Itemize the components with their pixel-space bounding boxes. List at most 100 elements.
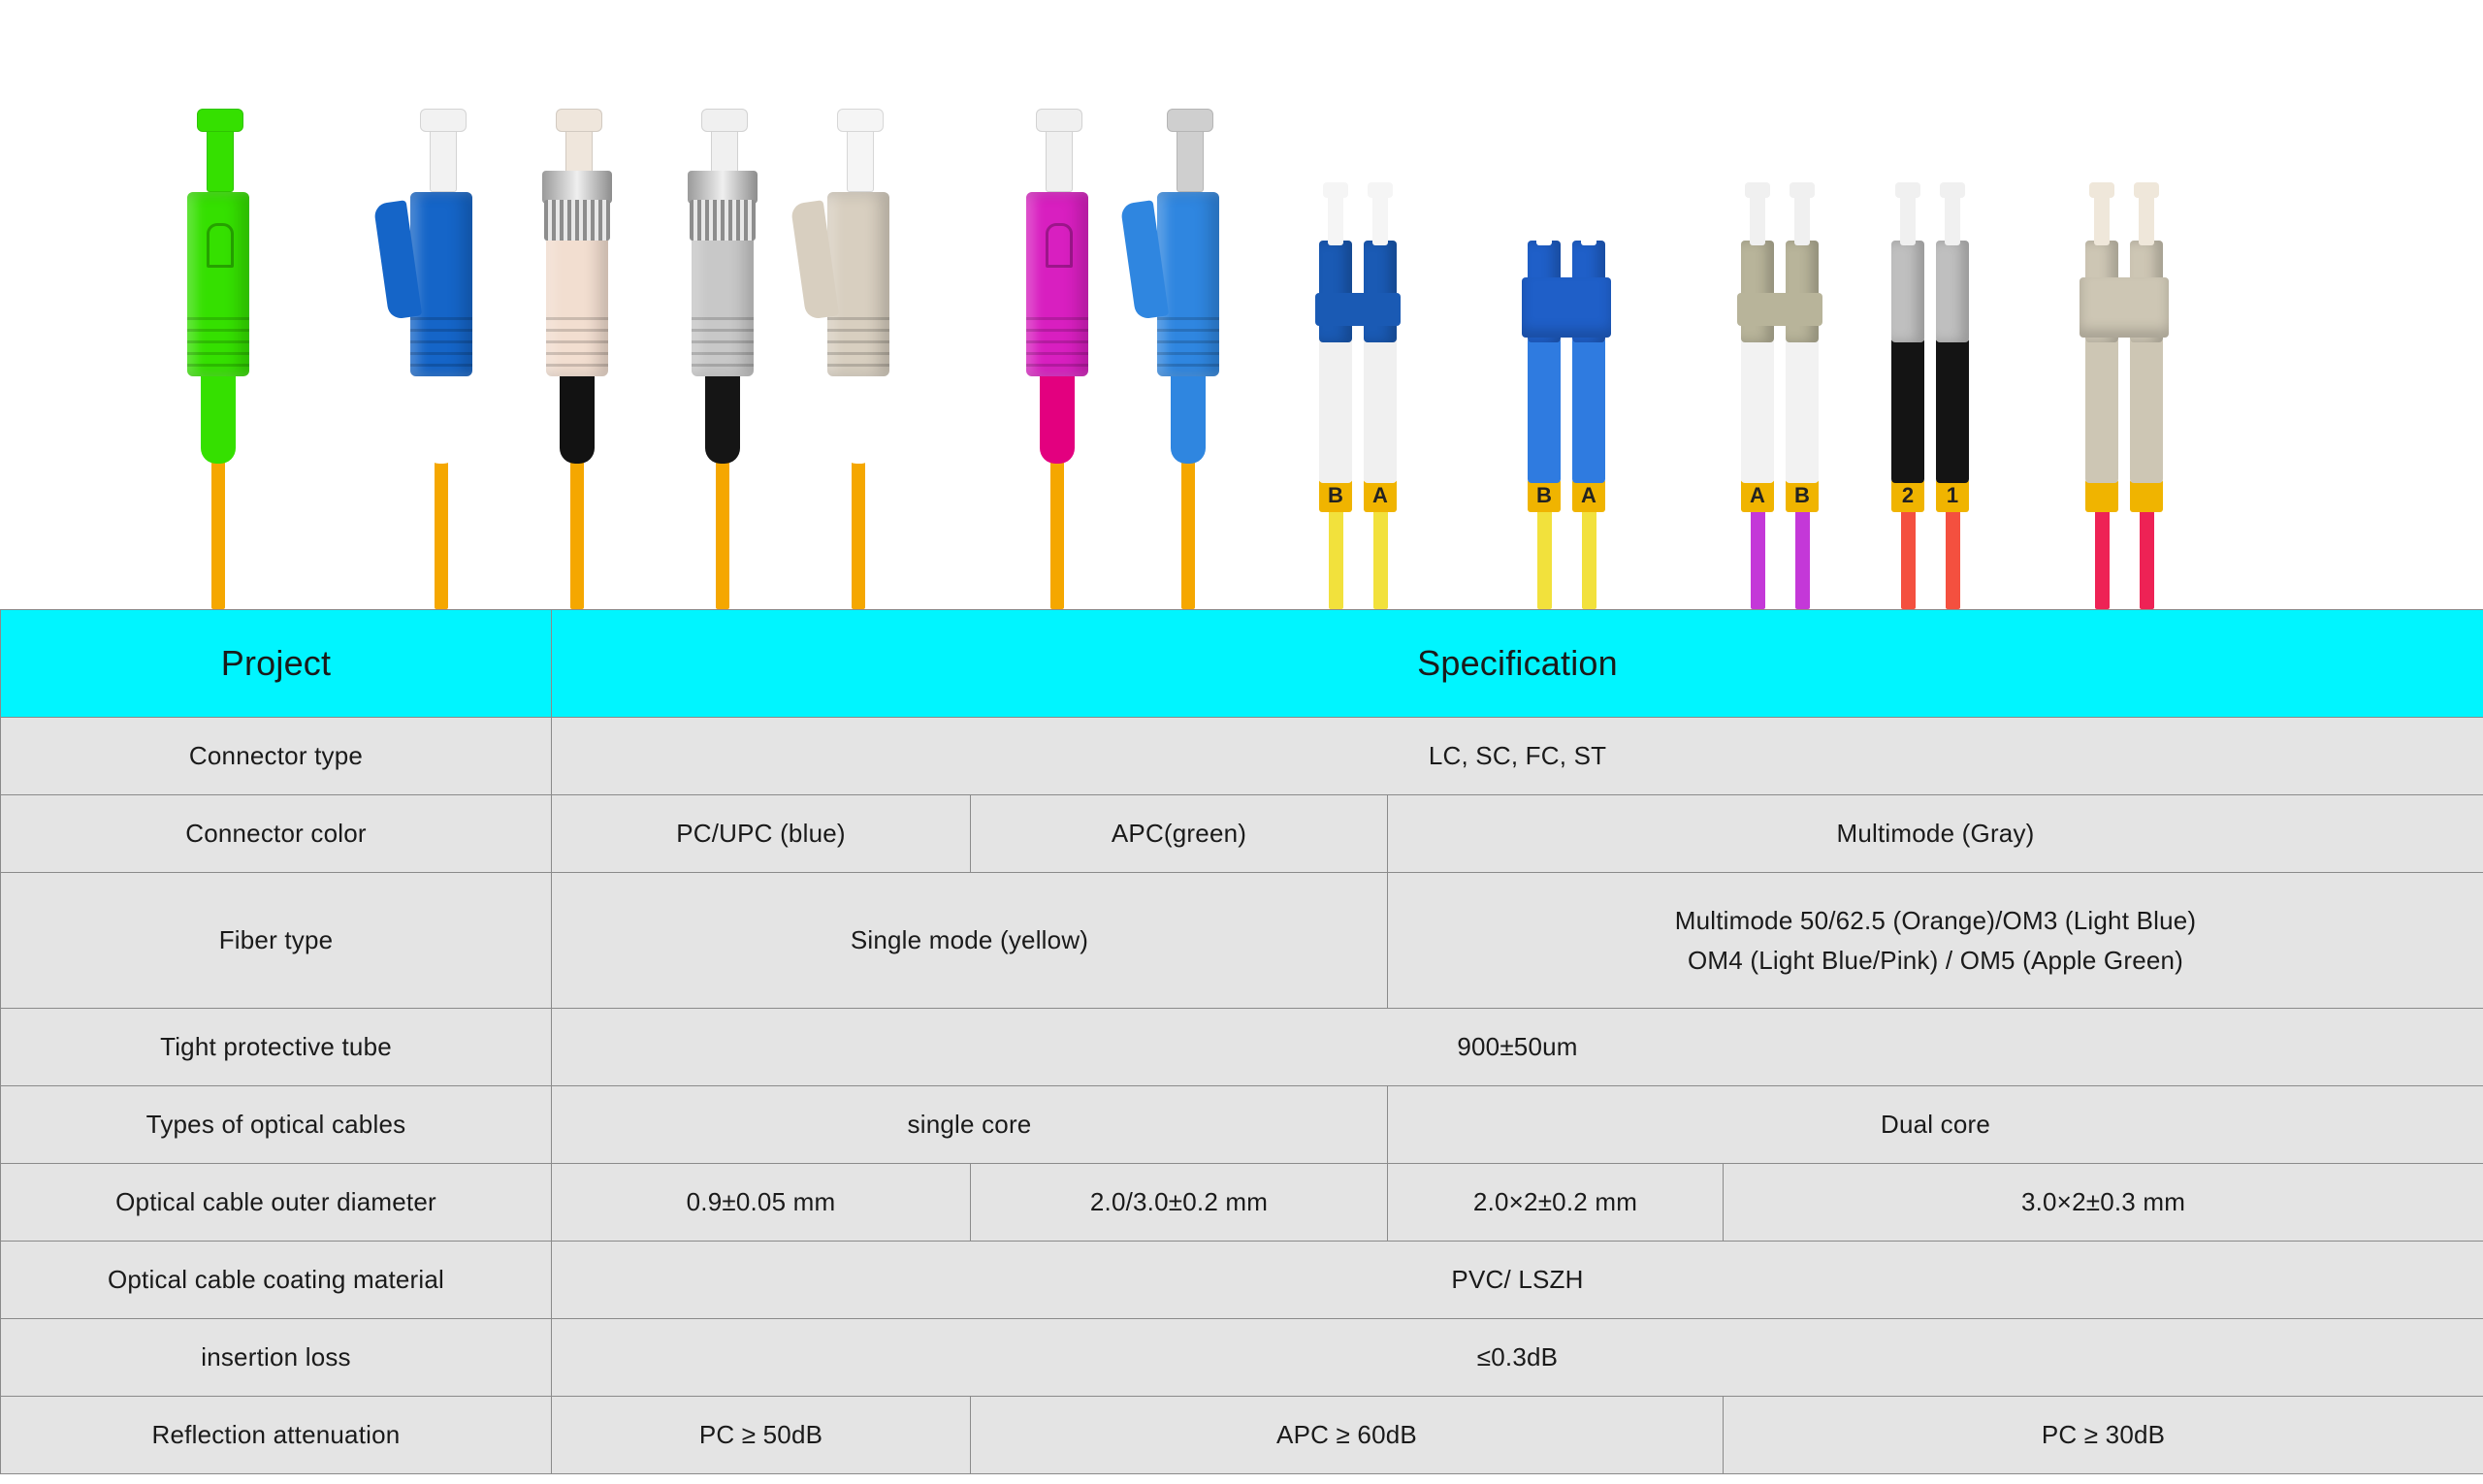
- body-ridge: [410, 317, 472, 320]
- strain-relief-boot: [1786, 338, 1819, 483]
- connector-body: [1936, 241, 1969, 342]
- ferrule-dust-cap: [2139, 192, 2154, 245]
- body-ridge: [410, 364, 472, 367]
- body-ridge: [187, 340, 249, 343]
- body-ridge: [827, 364, 889, 367]
- connector-body: [1741, 241, 1774, 342]
- keying-slot: [1046, 223, 1073, 268]
- ab-label-clip: [1786, 479, 1819, 512]
- duplex-clip: [1315, 293, 1401, 326]
- row-label-insertion-loss: insertion loss: [0, 1318, 552, 1397]
- header-project: Project: [0, 609, 552, 718]
- fiber-cable: [2140, 502, 2154, 609]
- cell-insertion-loss-1: ≤0.3dB: [550, 1318, 2483, 1397]
- row-label-reflection-attenuation: Reflection attenuation: [0, 1396, 552, 1474]
- body-ridge: [410, 352, 472, 355]
- fiber-cable: [1329, 502, 1343, 609]
- body-ridge: [410, 340, 472, 343]
- connector-body: [1786, 241, 1819, 342]
- knurled-ring: [690, 200, 756, 241]
- dust-cap-top: [420, 109, 467, 132]
- ferrule-dust-cap: [1328, 192, 1343, 245]
- connector-body: [1891, 241, 1924, 342]
- ferrule-dust-cap: [1372, 192, 1388, 245]
- fiber-cable: [1751, 502, 1765, 609]
- body-ridge: [410, 329, 472, 332]
- dust-cap-top: [837, 109, 884, 132]
- fiber-cable: [1181, 439, 1195, 609]
- strain-relief-boot: [1364, 338, 1397, 483]
- body-ridge: [692, 352, 754, 355]
- cell-tight-protective-tube-1: 900±50um: [550, 1008, 2483, 1086]
- body-ridge: [1026, 317, 1088, 320]
- duplex-strand-label: 1: [1946, 483, 1959, 507]
- cell-connector-type-1: LC, SC, FC, ST: [550, 717, 2483, 795]
- body-ridge: [827, 340, 889, 343]
- fiber-cable: [2095, 502, 2110, 609]
- body-ridge: [1026, 329, 1088, 332]
- duplex-strand-label: 2: [1901, 483, 1915, 507]
- metal-nut: [542, 171, 612, 204]
- body-ridge: [1026, 340, 1088, 343]
- body-ridge: [692, 317, 754, 320]
- dust-cap-top: [1036, 109, 1082, 132]
- dust-cap-top: [1368, 182, 1393, 198]
- body-ridge: [827, 317, 889, 320]
- ferrule-dust-cap: [1536, 192, 1552, 245]
- ab-label-clip: [1572, 479, 1605, 512]
- metal-nut: [688, 171, 758, 204]
- ferrule-dust-cap: [1945, 192, 1960, 245]
- body-ridge: [692, 340, 754, 343]
- dust-cap-top: [1940, 182, 1965, 198]
- ab-label-clip: [2130, 479, 2163, 512]
- body-ridge: [1026, 352, 1088, 355]
- strain-relief-boot: [1572, 338, 1605, 483]
- cell-fiber-type-2: Multimode 50/62.5 (Orange)/OM3 (Light Bl…: [1386, 872, 2483, 1009]
- row-label-fiber-type: Fiber type: [0, 872, 552, 1009]
- duplex-clip: [1522, 277, 1611, 338]
- connector-st-simplex-metal: [645, 66, 800, 609]
- fiber-cable: [1795, 502, 1810, 609]
- body-ridge: [546, 340, 608, 343]
- table-header-row: Project Specification: [0, 609, 2483, 718]
- connector-body: [827, 192, 889, 376]
- fiber-cable: [211, 439, 225, 609]
- connector-body: [1026, 192, 1088, 376]
- row-label-types-of-optical-cables: Types of optical cables: [0, 1085, 552, 1164]
- ab-label-clip: [1319, 479, 1352, 512]
- ferrule-dust-cap: [1900, 192, 1916, 245]
- ab-label-clip: [1364, 479, 1397, 512]
- knurled-ring: [544, 200, 610, 241]
- dust-cap-top: [2134, 182, 2159, 198]
- body-ridge: [546, 317, 608, 320]
- dust-cap-top: [1745, 182, 1770, 198]
- strain-relief-boot: [1741, 338, 1774, 483]
- ab-label-clip: [1741, 479, 1774, 512]
- body-ridge: [692, 329, 754, 332]
- connector-e2000-simplex-blue: [1111, 66, 1266, 609]
- ferrule-dust-cap: [207, 120, 234, 192]
- ferrule-dust-cap: [1581, 192, 1596, 245]
- header-specification: Specification: [550, 609, 2483, 718]
- ab-label-clip: [1891, 479, 1924, 512]
- cell-optical-cable-coating-material-1: PVC/ LSZH: [550, 1241, 2483, 1319]
- row-label-optical-cable-outer-diameter: Optical cable outer diameter: [0, 1163, 552, 1242]
- body-ridge: [1157, 317, 1219, 320]
- duplex-strand-label: B: [1536, 483, 1552, 507]
- ferrule-dust-cap: [2094, 192, 2110, 245]
- dust-cap-top: [197, 109, 243, 132]
- dust-cap-top: [2089, 182, 2114, 198]
- dust-cap-top: [1895, 182, 1920, 198]
- fiber-cable: [570, 439, 584, 609]
